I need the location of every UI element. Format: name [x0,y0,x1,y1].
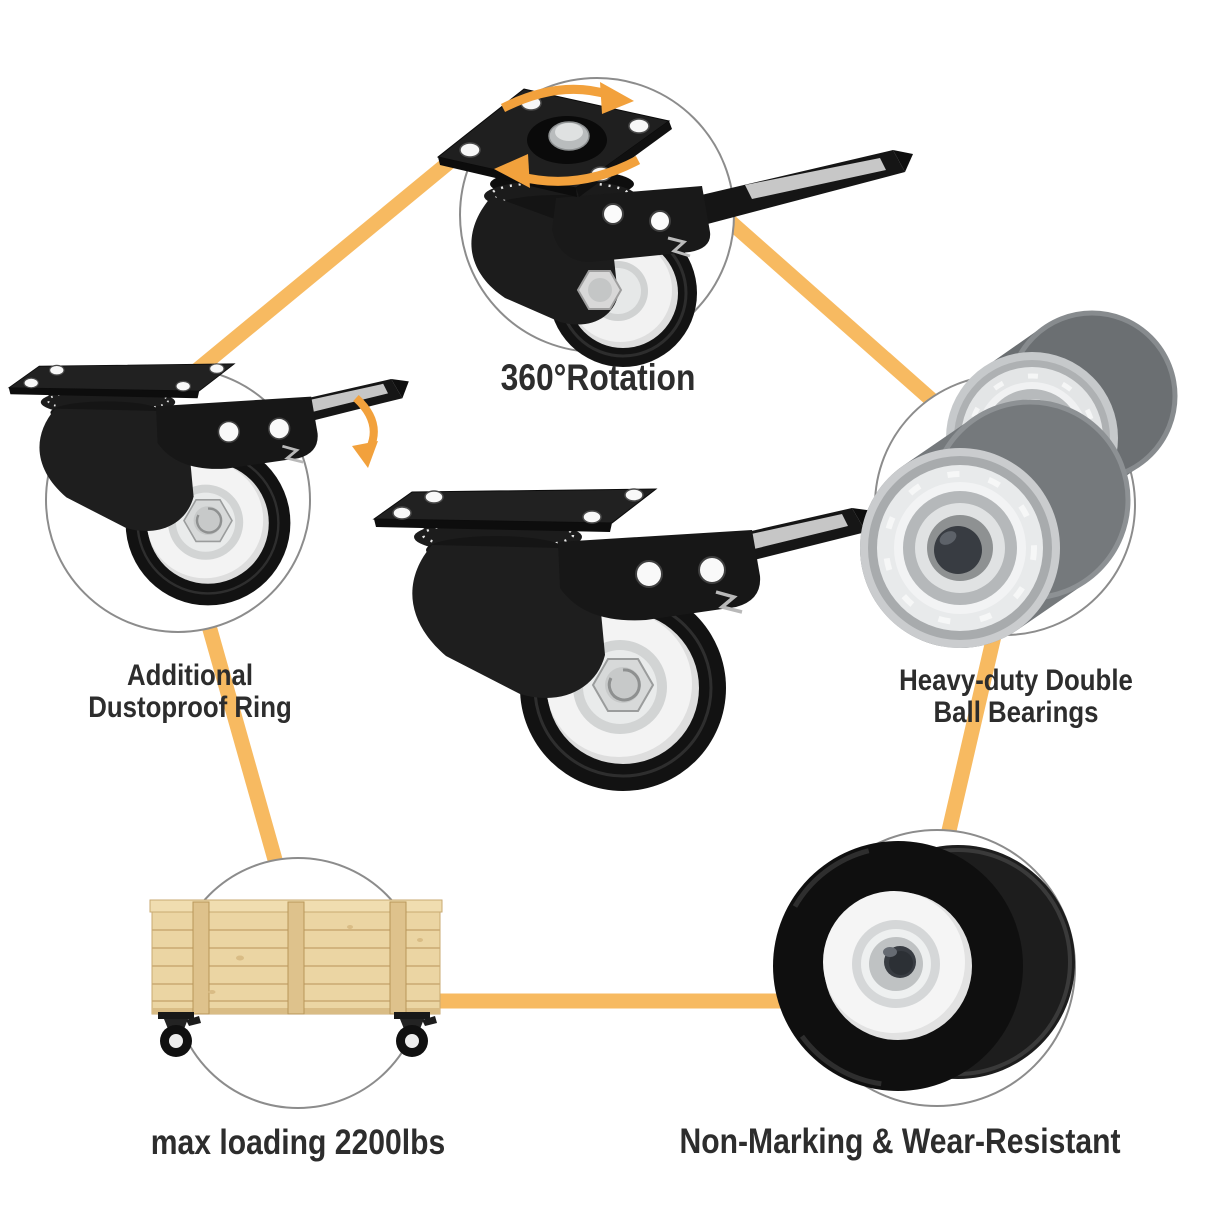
caster-left-icon [7,362,411,607]
connector-right-to-bottomright [937,608,1008,850]
connector-top-to-right [695,189,965,431]
label-dustproof-line1: Additional [126,659,254,692]
swivel-caster-top-icon [436,82,913,367]
label-bearings-line2: Ball Bearings [933,696,1099,729]
rotation-arrows-icon [494,82,641,188]
label-dustproof-ring: Additional Dustoproof Ring [88,660,291,724]
double-ball-bearings-icon [860,310,1178,648]
wooden-crate-icon [149,899,443,1057]
connector-left-to-bottomleft [188,577,293,898]
label-ball-bearings: Heavy-duty Double Ball Bearings [899,665,1133,729]
label-rotation: 360°Rotation [500,357,696,398]
polyurethane-wheel-icon [773,841,1075,1091]
label-dustproof-line2: Dustoproof Ring [88,691,292,724]
label-bearings-line1: Heavy-duty Double [899,664,1133,697]
connector-top-to-left [180,139,475,386]
brake-arrow-icon [352,395,378,468]
label-max-loading: max loading 2200lbs [150,1123,446,1162]
label-wear-resistant: Non-Marking & Wear-Resistant [679,1122,1121,1161]
main-caster-icon [372,487,876,793]
